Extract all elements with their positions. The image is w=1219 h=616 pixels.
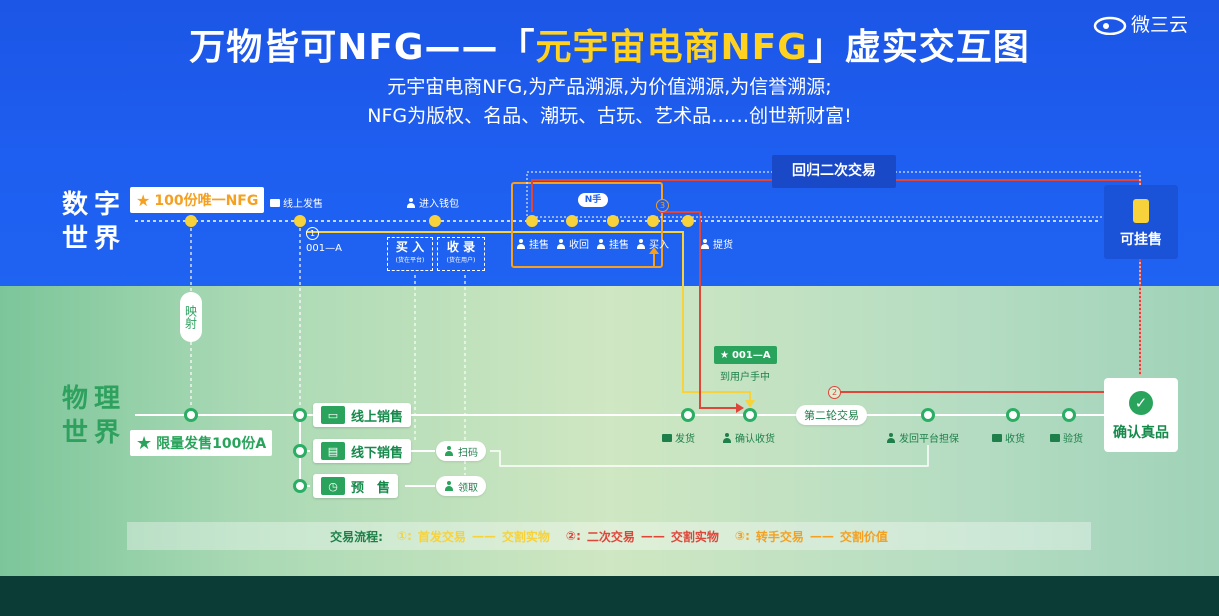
physical-node [1006, 408, 1020, 422]
star-icon: ★ [720, 349, 729, 361]
physical-node [921, 408, 935, 422]
action-recall: 收回 [556, 236, 589, 251]
subtitle-line-2: NFG为版权、名品、潮玩、古玩、艺术品……创世新财富! [367, 105, 852, 127]
token-badge: ★001—A [714, 346, 777, 364]
physical-node [184, 408, 198, 422]
subtitle-line-1: 元宇宙电商NFG,为产品溯源,为价值溯源,为信誉溯源; [387, 76, 832, 98]
second-round-pill: 第二轮交易 [796, 405, 867, 425]
checkmark-icon: ✓ [1129, 391, 1153, 415]
digital-node [647, 215, 659, 227]
digital-node [526, 215, 538, 227]
ship-back-label: 发回平台担保 [886, 430, 959, 445]
action-list-1: 挂售 [516, 236, 549, 251]
physical-node [1062, 408, 1076, 422]
action-list-2: 挂售 [596, 236, 629, 251]
physical-node [293, 479, 307, 493]
limited-release-badge: ★ 限量发售100份A [130, 430, 273, 456]
bottom-band [0, 576, 1219, 616]
buy-box: 买 入 (货在平台) [387, 237, 433, 271]
store-icon: ▤ [321, 442, 345, 460]
digital-node [682, 215, 694, 227]
receive-label: 收货 [992, 430, 1025, 445]
star-icon: ★ [136, 190, 151, 210]
digital-world-background [0, 0, 1219, 286]
receive-box: 收 录 (货在用户) [437, 237, 485, 271]
step-3-marker: 3 [656, 199, 669, 212]
star-icon: ★ [136, 432, 153, 454]
action-buy: 买入 [636, 236, 669, 251]
confirm-genuine-card: ✓ 确认真品 [1104, 378, 1178, 452]
n-hand-badge: N手 [578, 193, 608, 207]
user-icon [406, 197, 416, 208]
digital-world-label: 数字世界 [62, 190, 127, 254]
pickup-label: 提货 [700, 236, 733, 251]
into-wallet-label: 进入钱包 [406, 195, 459, 210]
monitor-icon: ▭ [321, 406, 345, 424]
nfg-badge: ★ 100份唯一NFG [130, 187, 265, 213]
legend-bar: 交易流程: ①:首发交易——交割实物 ②:二次交易——交割实物 ③:转手交易——… [127, 522, 1091, 550]
claim-pill: 领取 [436, 476, 486, 496]
online-release-label: 线上发售 [270, 195, 323, 210]
ship-label: 发货 [662, 430, 695, 445]
online-sales-button[interactable]: ▭线上销售 [313, 403, 412, 427]
mapping-label: 映射 [180, 292, 202, 342]
cloud-logo-icon [1093, 16, 1127, 35]
physical-node [743, 408, 757, 422]
presale-button[interactable]: ◷预 售 [313, 474, 399, 498]
offline-sales-button[interactable]: ▤线下销售 [313, 439, 412, 463]
listable-card: 可挂售 [1104, 185, 1178, 259]
return-trade-label: 回归二次交易 [772, 155, 896, 188]
to-user-label: 到用户手中 [720, 372, 770, 383]
physical-world-label: 物理世界 [62, 384, 127, 448]
physical-node [293, 408, 307, 422]
scan-pill: 扫码 [436, 441, 486, 461]
step-2-marker: 2 [828, 386, 841, 399]
digital-node [566, 215, 578, 227]
digital-node [607, 215, 619, 227]
confirm-receipt-label: 确认收货 [722, 430, 775, 445]
digital-node [429, 215, 441, 227]
digital-node [185, 215, 197, 227]
page-title: 万物皆可NFG——「元宇宙电商NFG」虚实交互图 [189, 27, 1030, 68]
step-1-marker: 1 [306, 227, 319, 240]
monitor-icon [270, 198, 280, 207]
inspect-label: 验货 [1050, 430, 1083, 445]
physical-node [681, 408, 695, 422]
digital-node [294, 215, 306, 227]
physical-node [293, 444, 307, 458]
phone-icon [1133, 199, 1149, 223]
brand-logo: 微三云 [1093, 10, 1188, 37]
alarm-clock-icon: ◷ [321, 477, 345, 495]
token-id-label: 001—A [306, 243, 342, 254]
